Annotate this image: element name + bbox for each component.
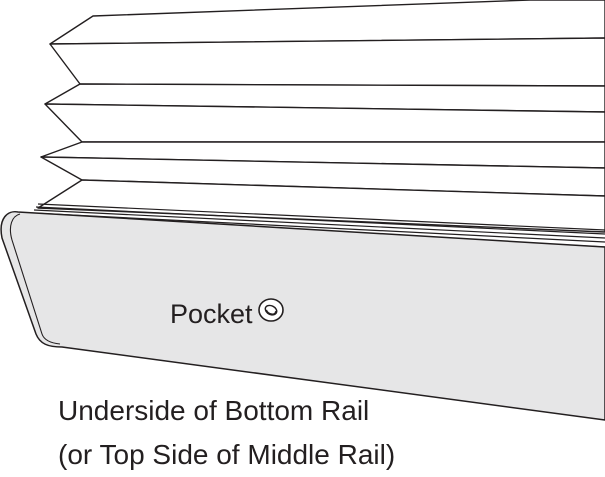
fabric-pleat — [37, 179, 605, 233]
bottom-rail — [0, 210, 605, 421]
caption-line-2: (or Top Side of Middle Rail) — [58, 439, 395, 470]
pocket-label: Pocket — [170, 299, 253, 329]
fabric-pleat — [49, 37, 605, 87]
pocket-hole-icon — [258, 298, 284, 322]
fabric-pleat — [40, 156, 605, 197]
fabric-pleat — [40, 141, 605, 169]
caption-line-1: Underside of Bottom Rail — [58, 395, 369, 426]
rail-body — [0, 210, 605, 421]
fabric-pleat — [44, 83, 605, 113]
fabric-pleat — [44, 103, 605, 143]
pleated-fabric — [37, 0, 605, 233]
fabric-pleat — [49, 0, 605, 45]
rail-end-edge — [9, 213, 61, 345]
